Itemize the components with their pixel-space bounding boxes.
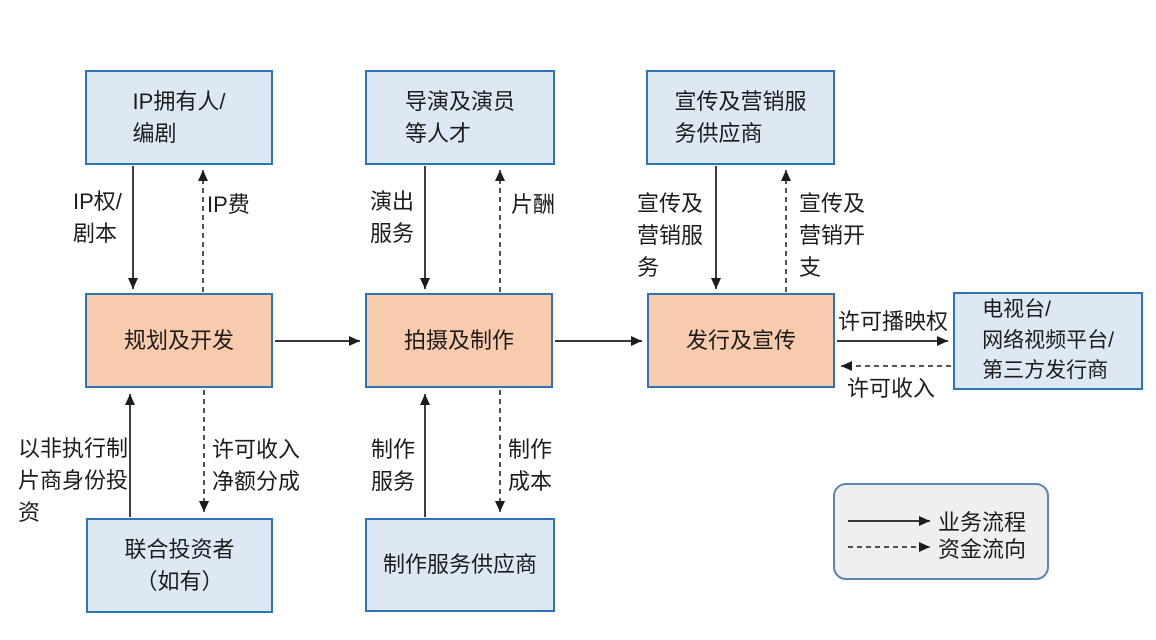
edge-label-marketing-service: 宣传及 营销服 务 [637, 191, 704, 280]
node-distribution: 发行及宣传 [647, 293, 835, 388]
edge-label-license-broadcast-rights: 许可播映权 [838, 309, 949, 334]
node-co-investor: 联合投资者 （如有） [86, 518, 273, 613]
edge-label-marketing-expense: 宣传及 营销开 支 [799, 191, 866, 280]
node-production-label: 拍摄及制作 [403, 327, 514, 353]
node-talent: 导演及演员 等人才 [365, 70, 555, 165]
edge-label-production-service: 制作 服务 [371, 437, 416, 494]
node-distribution-label: 发行及宣传 [685, 327, 796, 353]
node-talent-label: 导演及演员 等人才 [404, 89, 515, 146]
node-marketing-supplier: 宣传及营销服 务供应商 [646, 70, 835, 165]
node-broadcaster-label: 电视台/ 网络视频平台/ 第三方发行商 [982, 298, 1114, 383]
edge-label-ip-fee: IP费 [207, 192, 250, 217]
edge-label-non-executive-investment: 以非执行制 片商身份投 资 [18, 436, 129, 525]
node-co-investor-label: 联合投资者 （如有） [124, 537, 235, 594]
node-planning-label: 规划及开发 [123, 327, 234, 353]
node-planning: 规划及开发 [85, 293, 273, 388]
edge-label-ip-rights: IP权/ 剧本 [73, 189, 122, 246]
legend-business-flow-label: 业务流程 [938, 510, 1027, 535]
node-production-supplier-label: 制作服务供应商 [382, 552, 537, 578]
edge-label-license-income: 许可收入 [847, 376, 936, 401]
node-production: 拍摄及制作 [365, 293, 553, 388]
node-production-supplier: 制作服务供应商 [365, 518, 555, 612]
edge-label-performance-service: 演出 服务 [370, 189, 415, 246]
node-ip-owner: IP拥有人/ 编剧 [85, 70, 273, 165]
legend-capital-flow-label: 资金流向 [938, 537, 1027, 562]
node-ip-owner-label: IP拥有人/ 编剧 [132, 89, 226, 146]
edge-label-license-income-share: 许可收入 净额分成 [212, 437, 301, 494]
node-marketing-supplier-label: 宣传及营销服 务供应商 [674, 89, 807, 146]
edge-label-remuneration: 片酬 [511, 192, 556, 217]
node-broadcaster: 电视台/ 网络视频平台/ 第三方发行商 [953, 292, 1143, 390]
edge-label-production-cost: 制作 成本 [508, 437, 553, 494]
legend-box [833, 483, 1049, 580]
